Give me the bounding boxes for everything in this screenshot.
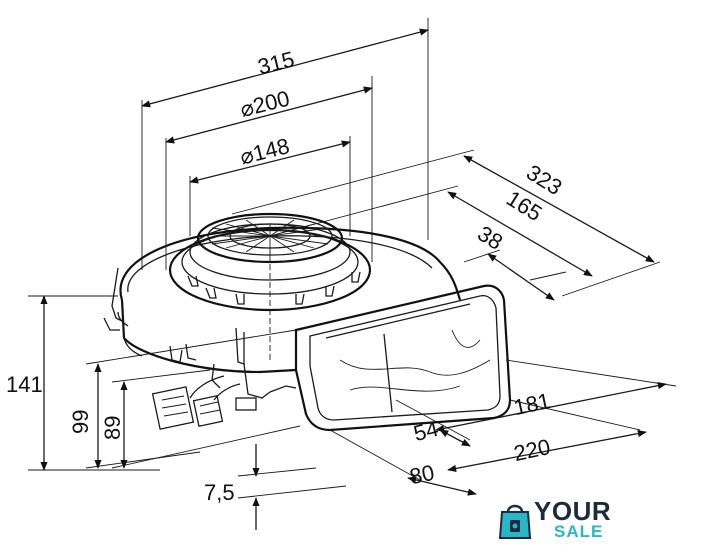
shopping-bag-icon: [498, 504, 532, 539]
dim-200: ⌀200: [238, 86, 293, 122]
dim-141: 141: [6, 372, 43, 397]
dim-89: 89: [100, 416, 125, 440]
dim-80: 80: [407, 460, 436, 490]
logo-text-sale: SALE: [554, 522, 604, 541]
dim-220: 220: [511, 434, 552, 466]
yoursale-logo: YOUR SALE: [496, 496, 630, 544]
dim-38: 38: [473, 221, 507, 255]
dim-7-5: 7,5: [204, 480, 235, 505]
dim-181: 181: [511, 388, 552, 420]
dimension-lines: [28, 18, 677, 530]
dim-99: 99: [68, 410, 93, 434]
dim-54: 54: [411, 416, 441, 446]
dim-315: 315: [255, 46, 297, 79]
logo-text-your: YOUR: [534, 496, 612, 526]
fan-outlet-duct: [294, 284, 512, 432]
dim-148: ⌀148: [237, 133, 292, 169]
electrical-connectors: [151, 375, 257, 430]
